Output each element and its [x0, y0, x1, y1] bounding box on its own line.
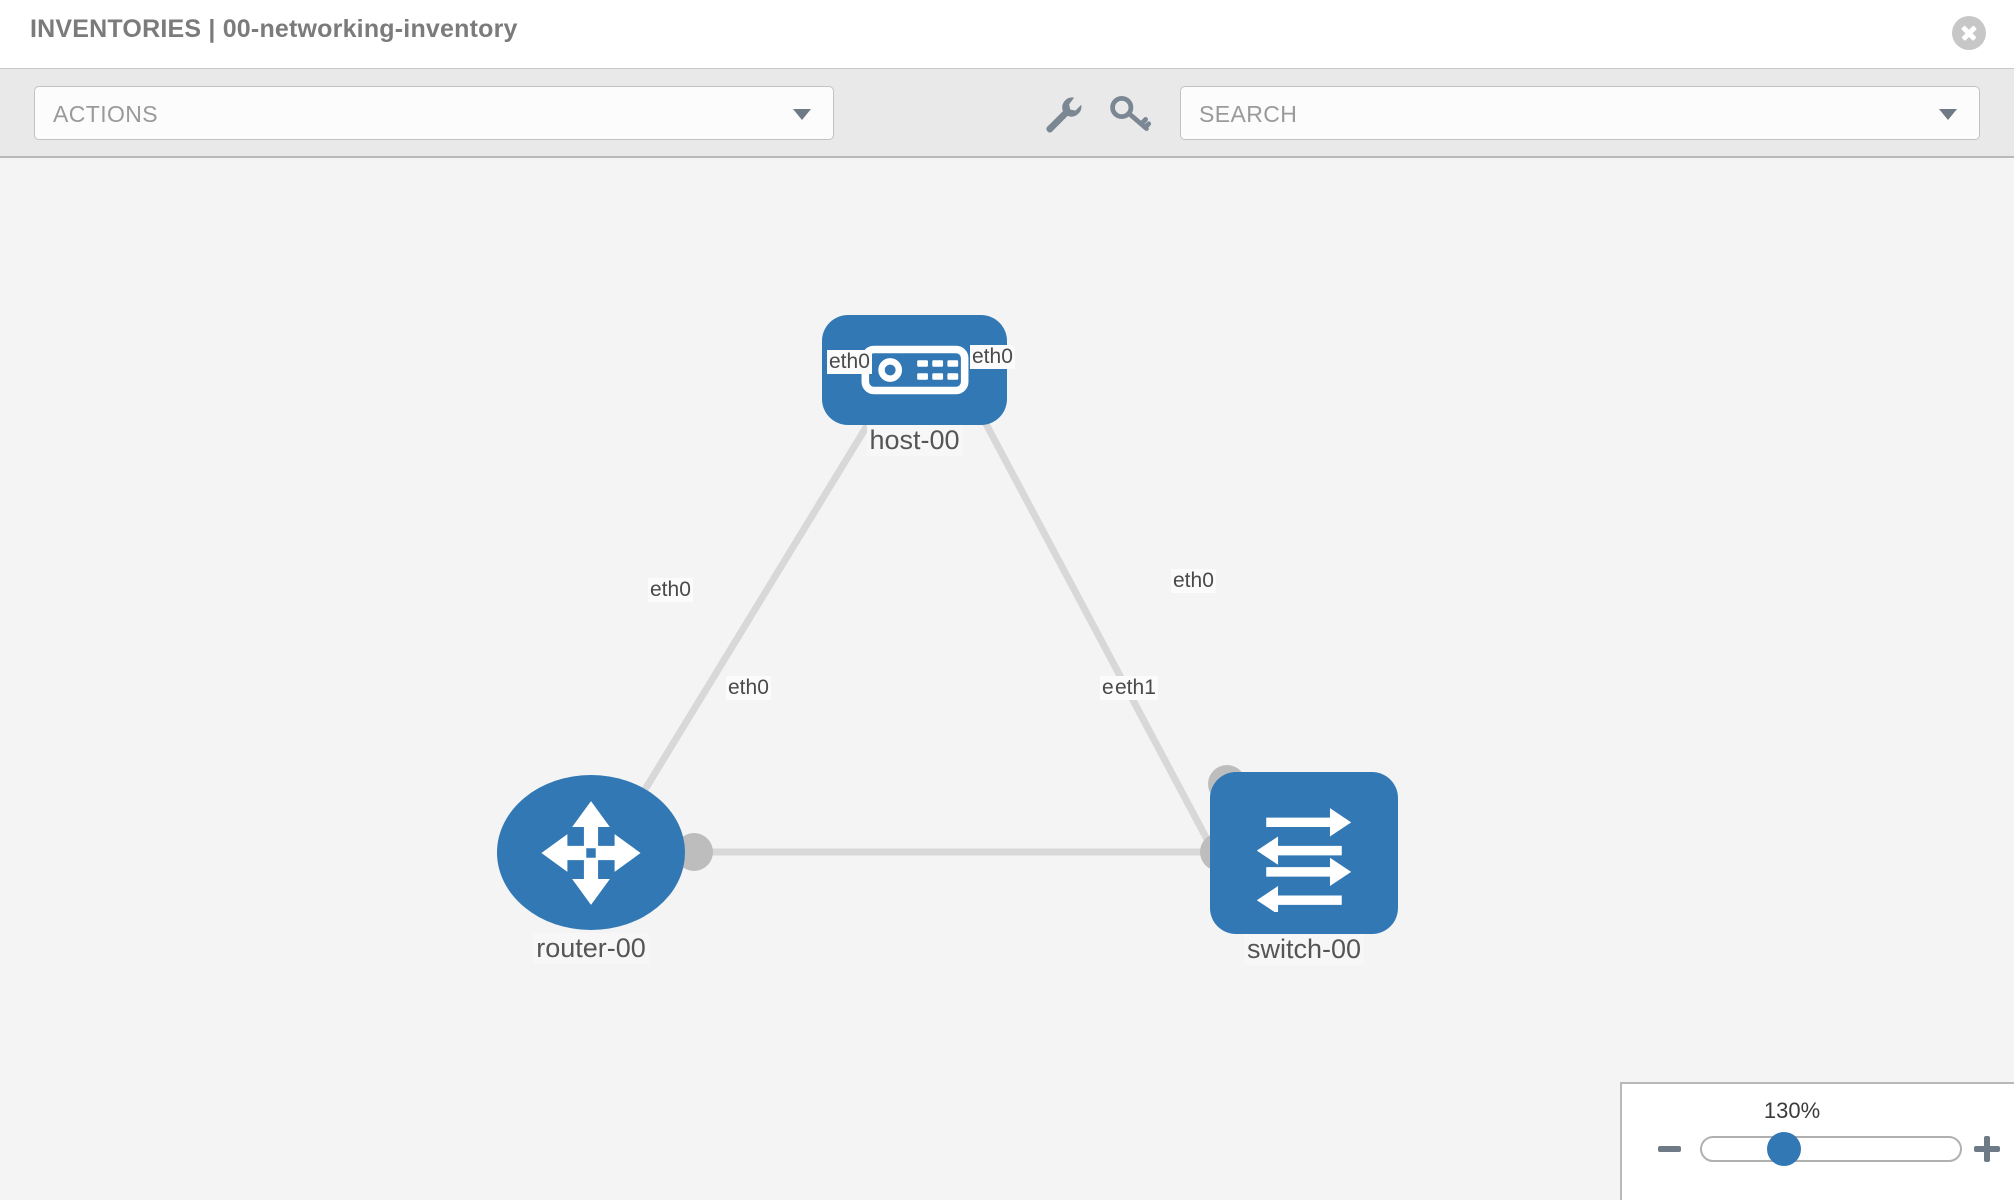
actions-dropdown-label: ACTIONS — [53, 101, 159, 127]
wrench-icon[interactable] — [1040, 91, 1084, 135]
toolbar: ACTIONS SEARCH — [0, 68, 2014, 158]
chevron-down-icon — [793, 109, 811, 120]
search-input-placeholder: SEARCH — [1199, 101, 1298, 127]
zoom-slider[interactable] — [1700, 1136, 1962, 1162]
node-router-00-label: router-00 — [533, 933, 649, 964]
page-header: INVENTORIES | 00-networking-inventory — [0, 0, 2014, 68]
wrench-icon-svg — [1046, 97, 1082, 133]
node-switch-00-shape — [1210, 772, 1398, 934]
zoom-in-button[interactable] — [1974, 1136, 2000, 1162]
key-icon-svg — [1110, 95, 1152, 131]
link-host-switch — [956, 371, 1222, 864]
iface-label-host-right: eth0 — [970, 345, 1015, 369]
node-router-00[interactable]: router-00 — [497, 775, 685, 964]
iface-label-router-upper: eth0 — [648, 578, 693, 602]
zoom-control-panel: 130% — [1620, 1082, 2014, 1200]
node-host-00-label: host-00 — [866, 425, 963, 456]
iface-label-router-right: eth0 — [726, 676, 771, 700]
search-chevron-down-icon[interactable] — [1939, 109, 1957, 120]
actions-dropdown[interactable]: ACTIONS — [34, 86, 834, 140]
zoom-percent-label: 130% — [1763, 1098, 1821, 1123]
node-switch-00-label: switch-00 — [1243, 934, 1365, 965]
zoom-out-button[interactable] — [1658, 1146, 1681, 1152]
iface-label-switch-left-over: eth1 — [1113, 676, 1158, 700]
key-icon[interactable] — [1108, 91, 1152, 135]
server-icon — [861, 345, 968, 395]
iface-label-host-left: eth0 — [827, 350, 872, 374]
node-router-00-shape — [497, 775, 685, 930]
topology-canvas[interactable]: host-00 router-00 — [0, 160, 2014, 1200]
zoom-slider-thumb[interactable] — [1767, 1132, 1801, 1166]
search-input[interactable]: SEARCH — [1180, 86, 1980, 140]
switch-icon — [1256, 808, 1352, 912]
link-host-router — [598, 371, 902, 864]
page-title: INVENTORIES | 00-networking-inventory — [30, 15, 518, 43]
iface-label-switch-upper: eth0 — [1171, 569, 1216, 593]
close-icon[interactable] — [1952, 16, 1986, 50]
topology-links — [598, 371, 1222, 864]
router-icon — [541, 800, 641, 905]
node-switch-00[interactable]: switch-00 — [1210, 772, 1398, 965]
